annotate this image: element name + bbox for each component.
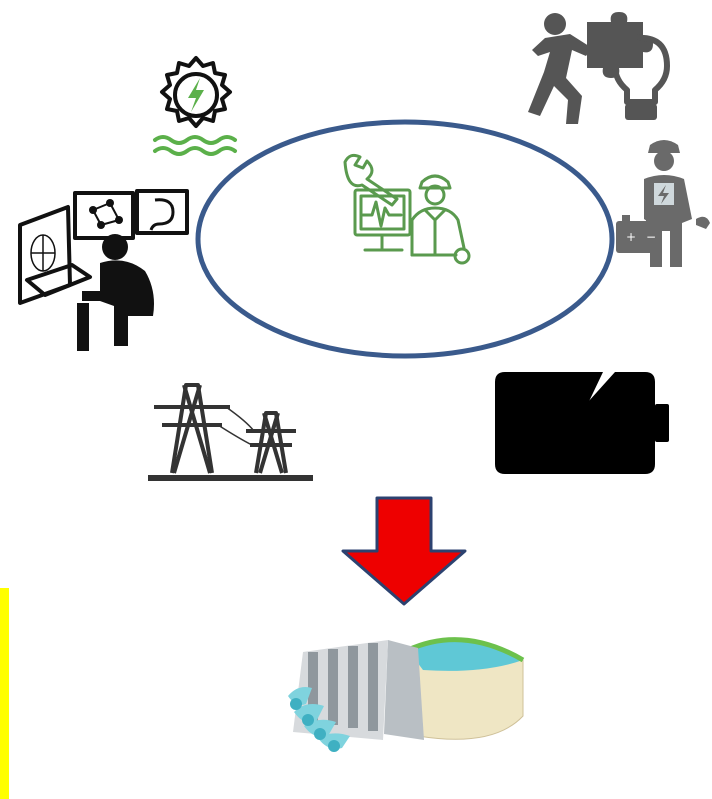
transmission-towers-icon bbox=[148, 383, 313, 481]
down-arrow-icon bbox=[341, 496, 467, 606]
svg-text:+: + bbox=[626, 230, 636, 244]
puzzle-lightbulb-worker-icon bbox=[528, 12, 670, 124]
svg-text:−: − bbox=[646, 230, 656, 244]
hydro-generator-icon bbox=[153, 56, 237, 156]
center-ellipse bbox=[195, 119, 615, 359]
maintenance-engineer-icon bbox=[343, 153, 471, 265]
broken-battery-icon bbox=[495, 372, 669, 474]
hydroelectric-dam-icon bbox=[288, 637, 525, 752]
monitoring-operator-icon bbox=[18, 189, 189, 351]
yellow-accent-bar bbox=[0, 588, 9, 799]
battery-technician-icon: + − bbox=[616, 140, 710, 267]
